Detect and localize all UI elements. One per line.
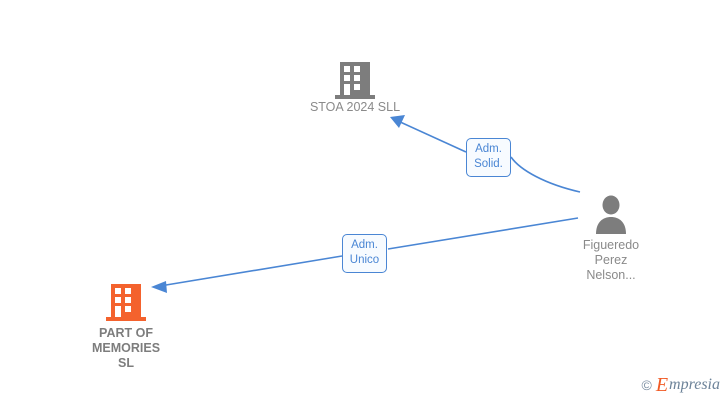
empresia-watermark: © E mpresia xyxy=(641,374,720,396)
node-person-figueredo-perez-nelson[interactable]: Figueredo Perez Nelson... xyxy=(541,194,681,283)
edge-adm-solid-line-left xyxy=(397,120,467,153)
node-label-figueredo-perez-nelson: Figueredo Perez Nelson... xyxy=(582,238,640,282)
building-icon xyxy=(285,60,425,100)
edge-adm-unico-line-left xyxy=(159,255,343,287)
node-company-stoa[interactable]: STOA 2024 SLL xyxy=(285,60,425,120)
edge-adm-unico-arrowhead xyxy=(151,281,167,293)
person-icon xyxy=(541,194,681,234)
edge-adm-solid[interactable] xyxy=(390,115,581,193)
copyright-icon: © xyxy=(641,377,652,393)
edge-adm-unico[interactable] xyxy=(151,217,579,293)
watermark-brand-rest: mpresia xyxy=(669,376,720,393)
watermark-brand-initial: E xyxy=(655,374,669,396)
building-icon xyxy=(56,282,196,322)
edge-adm-solid-line-right xyxy=(510,156,581,193)
node-label-stoa: STOA 2024 SLL xyxy=(309,100,401,114)
node-company-part-of-memories[interactable]: PART OF MEMORIES SL xyxy=(56,282,196,371)
node-label-part-of-memories: PART OF MEMORIES SL xyxy=(91,326,161,370)
edge-label-adm-unico[interactable]: Adm. Unico xyxy=(342,234,387,273)
edge-label-adm-solid[interactable]: Adm. Solid. xyxy=(466,138,511,177)
edge-adm-unico-line-right xyxy=(387,217,579,250)
edge-adm-solid-arrowhead xyxy=(390,115,405,128)
